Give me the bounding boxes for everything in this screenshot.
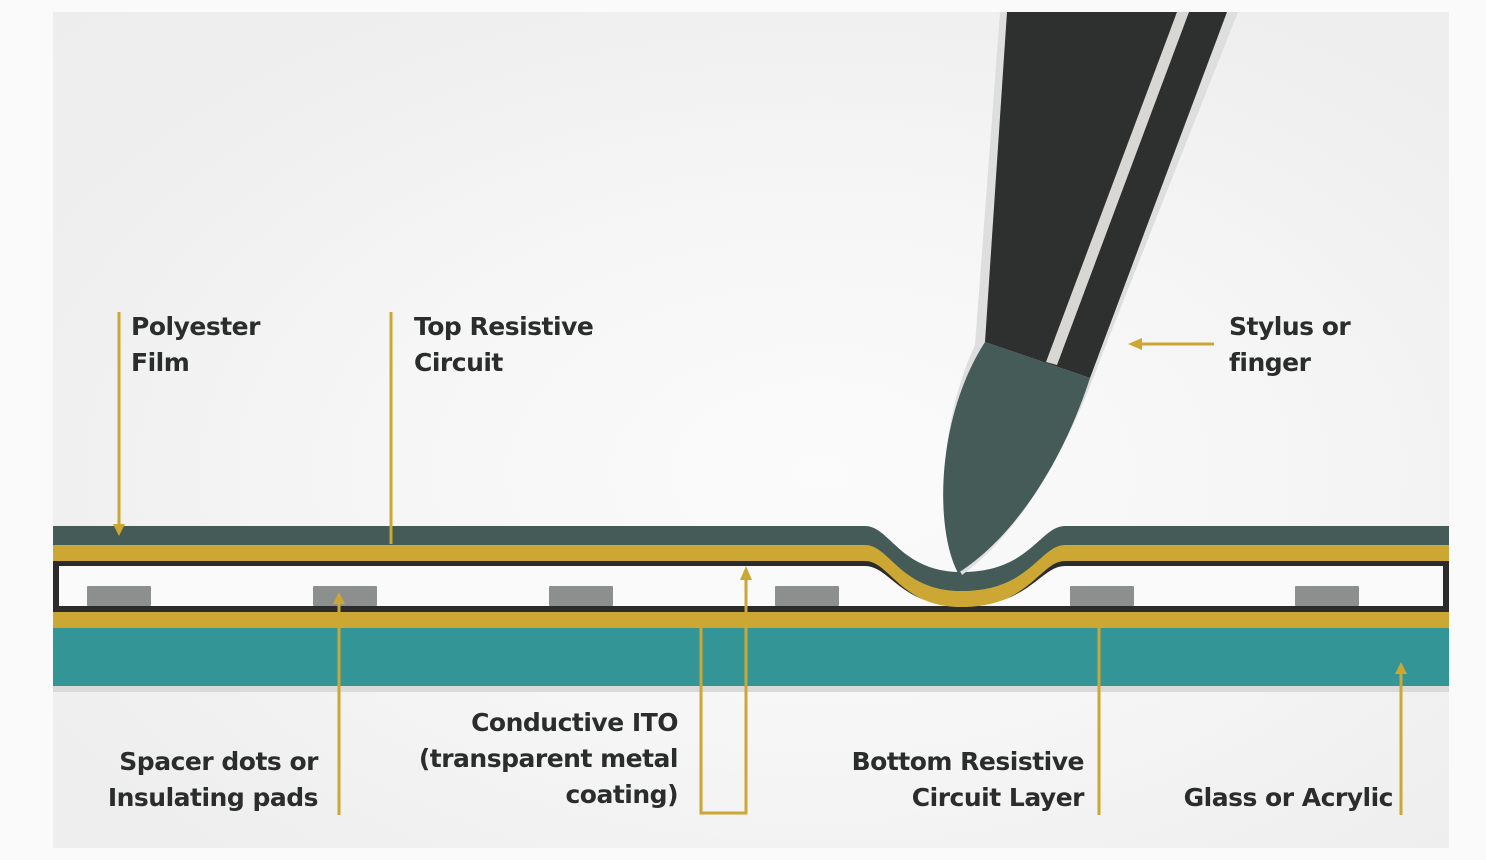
arrow-up-icon xyxy=(333,592,345,604)
label-bottom-resistive-circuit: Bottom Resistive Circuit Layer xyxy=(851,747,1085,812)
spacer-dot xyxy=(1295,586,1359,606)
top-resistive-layer xyxy=(53,544,1449,607)
stylus-stripe xyxy=(1046,12,1189,365)
label-top-resistive-circuit: Top Resistive Circuit xyxy=(414,312,594,377)
air-gap xyxy=(59,566,1443,606)
stylus-body xyxy=(985,12,1227,378)
leader-conductive-ito xyxy=(699,578,748,815)
glass-shadow xyxy=(53,686,1449,692)
arrow-up-icon xyxy=(1395,662,1407,674)
label-conductive-ito: Conductive ITO (transparent metal coatin… xyxy=(418,708,679,809)
spacer-dots xyxy=(87,586,1359,606)
glass-layer xyxy=(53,628,1449,686)
spacer-dot xyxy=(775,586,839,606)
arrow-left-icon xyxy=(1128,338,1142,350)
polyester-film-layer xyxy=(53,526,1449,591)
label-stylus-or-finger: Stylus or finger xyxy=(1229,312,1351,377)
leader-lines xyxy=(113,312,1407,815)
diagram-panel xyxy=(53,12,1449,848)
label-glass-or-acrylic: Glass or Acrylic xyxy=(1183,783,1394,812)
label-spacer-dots: Spacer dots or Insulating pads xyxy=(107,747,319,812)
arrow-down-icon xyxy=(113,524,125,536)
label-polyester-film: Polyester Film xyxy=(131,312,260,377)
spacer-dot xyxy=(549,586,613,606)
stylus-tip xyxy=(943,342,1090,573)
stylus xyxy=(943,12,1238,575)
arrow-up-icon xyxy=(740,566,752,580)
spacer-dot xyxy=(313,586,377,606)
bottom-resistive-layer xyxy=(53,612,1449,628)
spacer-dot xyxy=(1070,586,1134,606)
spacer-dot xyxy=(87,586,151,606)
